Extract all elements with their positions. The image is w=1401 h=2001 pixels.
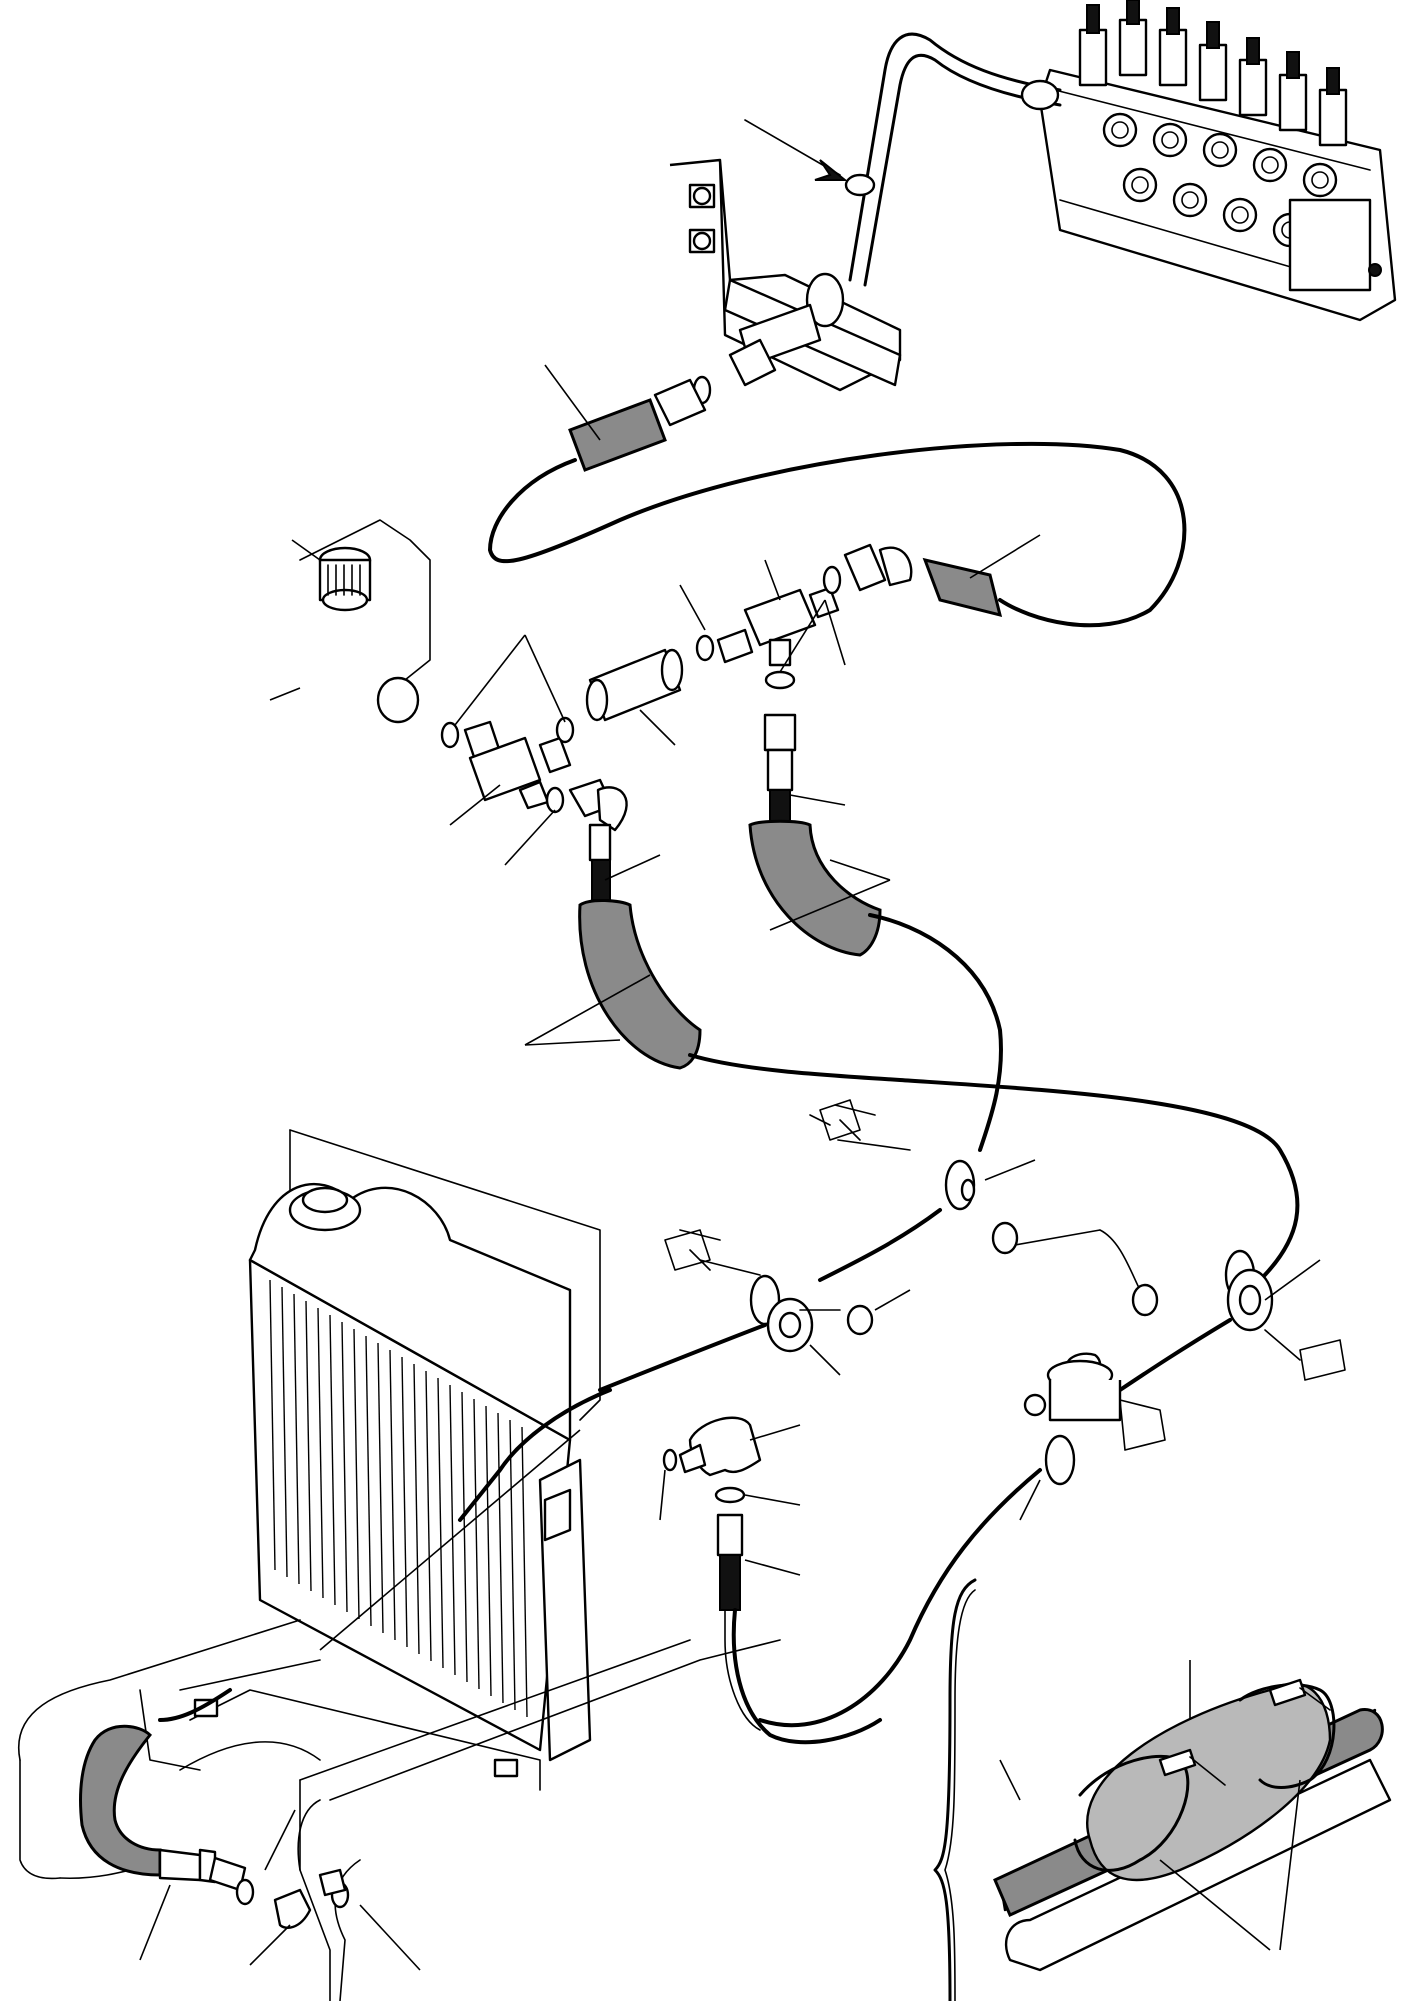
adapter-sleeve: [585, 648, 684, 746]
return-hose-a: [688, 1053, 1300, 1282]
hydraulic-tank: [269, 519, 431, 724]
steel-pipe: [848, 32, 1062, 287]
bracket: [669, 158, 902, 392]
hose-upper-right: [922, 534, 1041, 618]
tee-fitting-right: [679, 543, 913, 690]
return-hose-b: [868, 913, 1003, 1152]
hose-clamps: [598, 1099, 1346, 1728]
radiator: [189, 1129, 601, 1791]
tee-fitting-left: [440, 634, 628, 866]
cooler-hose: [458, 1388, 612, 1522]
lower-left-hose: [79, 1688, 421, 1971]
lower-hose-run: [731, 1608, 882, 1745]
elbow-fittings: [659, 1416, 801, 1731]
cable-tie-detail: [933, 1578, 1392, 2001]
control-valve: [1038, 0, 1397, 322]
hose-right-vertical: [748, 713, 891, 957]
pressure-hose-loop: [487, 441, 1187, 628]
arrow-indicator: [744, 119, 876, 197]
upper-hose-end: [544, 338, 777, 472]
hose-left-vertical: [524, 823, 702, 1070]
machine-frame: [17, 1619, 781, 2001]
